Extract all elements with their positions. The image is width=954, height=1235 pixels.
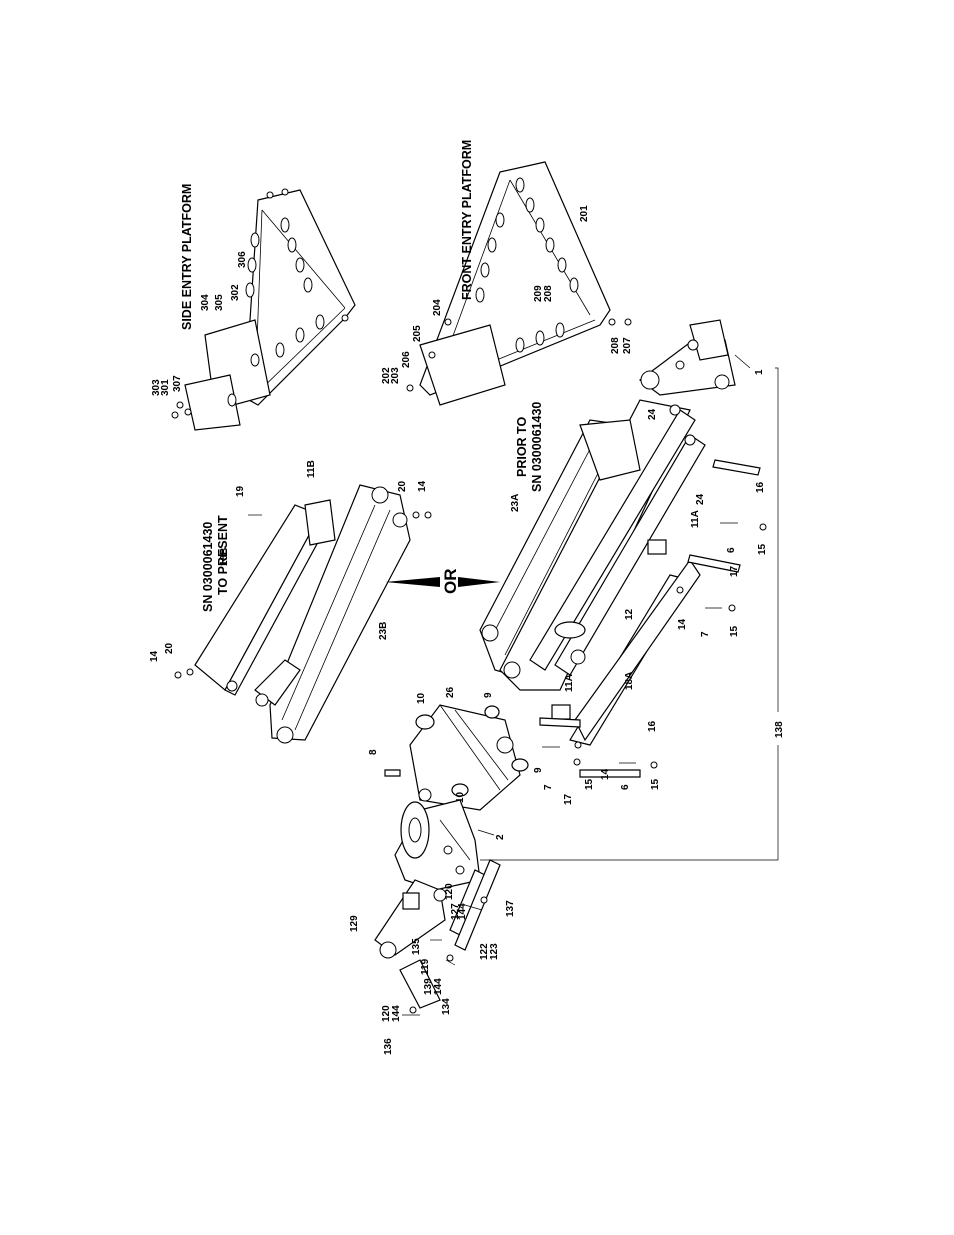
label-204: 204 xyxy=(432,299,443,316)
front-entry-labels: 202 203 206 205 204 209 208 208 207 201 xyxy=(381,205,633,384)
label-205: 205 xyxy=(412,325,423,342)
label-9-a: 9 xyxy=(483,692,494,698)
label-10-a: 10 xyxy=(416,692,427,704)
label-17-a: 17 xyxy=(729,565,740,577)
label-208-lower: 208 xyxy=(610,337,621,354)
label-14-d: 14 xyxy=(600,768,611,780)
label-12: 12 xyxy=(624,608,635,620)
label-122: 122 xyxy=(479,943,490,960)
bracket-138 xyxy=(480,367,779,861)
label-26: 26 xyxy=(445,686,456,698)
prior-sn-pins xyxy=(539,459,767,778)
label-10-b: 10 xyxy=(455,791,466,803)
label-136: 136 xyxy=(383,1038,394,1055)
label-123: 123 xyxy=(489,943,500,960)
label-8: 8 xyxy=(368,749,379,755)
label-304: 304 xyxy=(200,294,211,311)
label-9-b: 9 xyxy=(533,767,544,773)
front-entry-platform xyxy=(406,161,632,406)
or-divider: OR xyxy=(385,569,500,595)
label-15-b: 15 xyxy=(729,625,740,637)
front-entry-title: FRONT ENTRY PLATFORM xyxy=(460,140,474,300)
label-120-b: 120 xyxy=(381,1005,392,1022)
label-16-a: 16 xyxy=(755,481,766,493)
prior-to-line1: PRIOR TO xyxy=(515,417,529,477)
label-129: 129 xyxy=(349,915,360,932)
part-26-bracket xyxy=(384,704,529,811)
label-24-a: 24 xyxy=(647,408,658,420)
label-208-upper: 208 xyxy=(543,285,554,302)
label-201: 201 xyxy=(579,205,590,222)
label-6-a: 6 xyxy=(726,547,737,553)
label-15-c: 15 xyxy=(650,778,661,790)
label-307: 307 xyxy=(172,375,183,392)
sn-present-line2: TO PRESENT xyxy=(216,515,230,595)
label-202: 202 xyxy=(381,367,392,384)
boom-prior-sn xyxy=(479,399,706,746)
label-14-b: 14 xyxy=(417,480,428,492)
side-entry-title: SIDE ENTRY PLATFORM xyxy=(180,184,194,330)
label-24-b: 24 xyxy=(695,493,706,505)
label-16-b: 16 xyxy=(647,720,658,732)
part-2-rotator xyxy=(394,799,495,891)
label-137: 137 xyxy=(505,900,516,917)
label-305: 305 xyxy=(214,294,225,311)
label-7-b: 7 xyxy=(543,784,554,790)
label-1: 1 xyxy=(754,369,765,375)
label-138: 138 xyxy=(774,721,785,738)
label-303: 303 xyxy=(151,379,162,396)
label-23A: 23A xyxy=(510,494,521,512)
label-135: 135 xyxy=(411,938,422,955)
label-20-a: 20 xyxy=(164,642,175,654)
part-129-assembly xyxy=(374,859,501,1016)
part-26-labels: 26 10 10 9 9 8 xyxy=(368,686,544,803)
prior-sn-labels: 23A 24 24 11A 11A 16 16 6 6 15 15 15 17 … xyxy=(510,408,768,805)
label-20-b: 20 xyxy=(397,480,408,492)
label-11B: 11B xyxy=(306,460,317,478)
label-144-b: 144 xyxy=(433,978,444,995)
label-306: 306 xyxy=(237,251,248,268)
side-entry-platform xyxy=(171,188,356,431)
label-2: 2 xyxy=(495,834,506,840)
sn-present-line1: SN 0300061430 xyxy=(201,522,215,612)
label-120-a: 120 xyxy=(444,883,455,900)
prior-to-line2: SN 0300061430 xyxy=(530,402,544,492)
label-18B: 18B xyxy=(219,548,230,566)
label-11A-b: 11A xyxy=(564,674,575,692)
or-label: OR xyxy=(441,569,460,595)
label-11A-a: 11A xyxy=(690,510,701,528)
label-19: 19 xyxy=(235,485,246,497)
label-14-c: 14 xyxy=(677,618,688,630)
part-1-turntable xyxy=(639,319,751,396)
label-23B: 23B xyxy=(378,622,389,640)
label-119: 119 xyxy=(420,958,431,975)
label-15-d: 15 xyxy=(584,778,595,790)
side-entry-labels: 303 301 307 304 305 302 306 xyxy=(151,251,248,396)
label-209: 209 xyxy=(533,285,544,302)
label-17-b: 17 xyxy=(563,793,574,805)
boom-sn-present xyxy=(174,484,432,744)
label-139: 139 xyxy=(423,978,434,995)
sn-present-labels: 14 20 18B 19 11B 20 14 23B xyxy=(149,460,428,662)
label-14-a: 14 xyxy=(149,650,160,662)
label-134: 134 xyxy=(441,998,452,1015)
label-144-a: 144 xyxy=(457,903,468,920)
label-206: 206 xyxy=(401,351,412,368)
label-7-a: 7 xyxy=(700,631,711,637)
label-144-c: 144 xyxy=(391,1005,402,1022)
label-301: 301 xyxy=(160,379,171,396)
label-203: 203 xyxy=(390,367,401,384)
part-129-labels: 129 120 144 127 137 122 123 135 119 139 … xyxy=(349,883,516,1055)
label-6-b: 6 xyxy=(620,784,631,790)
label-302: 302 xyxy=(230,284,241,301)
label-207: 207 xyxy=(622,337,633,354)
label-127: 127 xyxy=(450,903,461,920)
label-18A: 18A xyxy=(624,672,635,690)
label-15-a: 15 xyxy=(757,543,768,555)
